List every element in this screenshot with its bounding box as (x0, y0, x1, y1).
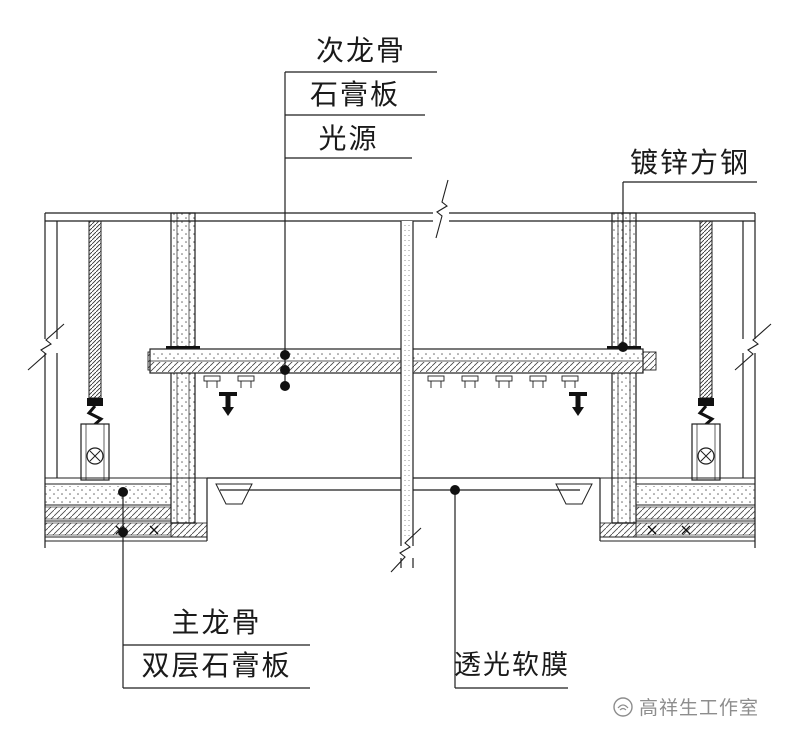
furring-clips (203, 375, 579, 388)
leader-lines (122, 71, 757, 689)
label-light-source: 光源 (318, 123, 379, 154)
studio-watermark: 高祥生工作室 (612, 693, 759, 720)
studio-logo-icon (613, 696, 633, 717)
label-galvanized-square-steel: 镀锌方钢 (629, 147, 750, 178)
right-double-gypsum-assembly (599, 477, 756, 542)
ceiling-gypsum-band (149, 348, 644, 374)
label-double-layer-gypsum-board: 双层石膏板 (141, 650, 292, 681)
light-fixtures (219, 392, 587, 416)
label-main-keel: 主龙骨 (171, 607, 262, 638)
label-secondary-keel: 次龙骨 (315, 35, 406, 66)
right-hanger-rod (691, 220, 721, 481)
studio-watermark-text: 高祥生工作室 (639, 698, 760, 719)
label-gypsum-board: 石膏板 (309, 79, 400, 110)
slab-lines (45, 212, 755, 222)
section-edges (44, 213, 756, 548)
central-vertical-member (400, 221, 414, 568)
left-hanger-rod (80, 220, 110, 481)
leader-dots (118, 342, 628, 537)
break-symbols (27, 179, 772, 573)
left-double-gypsum-assembly (44, 477, 208, 542)
label-translucent-soft-membrane: 透光软膜 (454, 650, 570, 680)
